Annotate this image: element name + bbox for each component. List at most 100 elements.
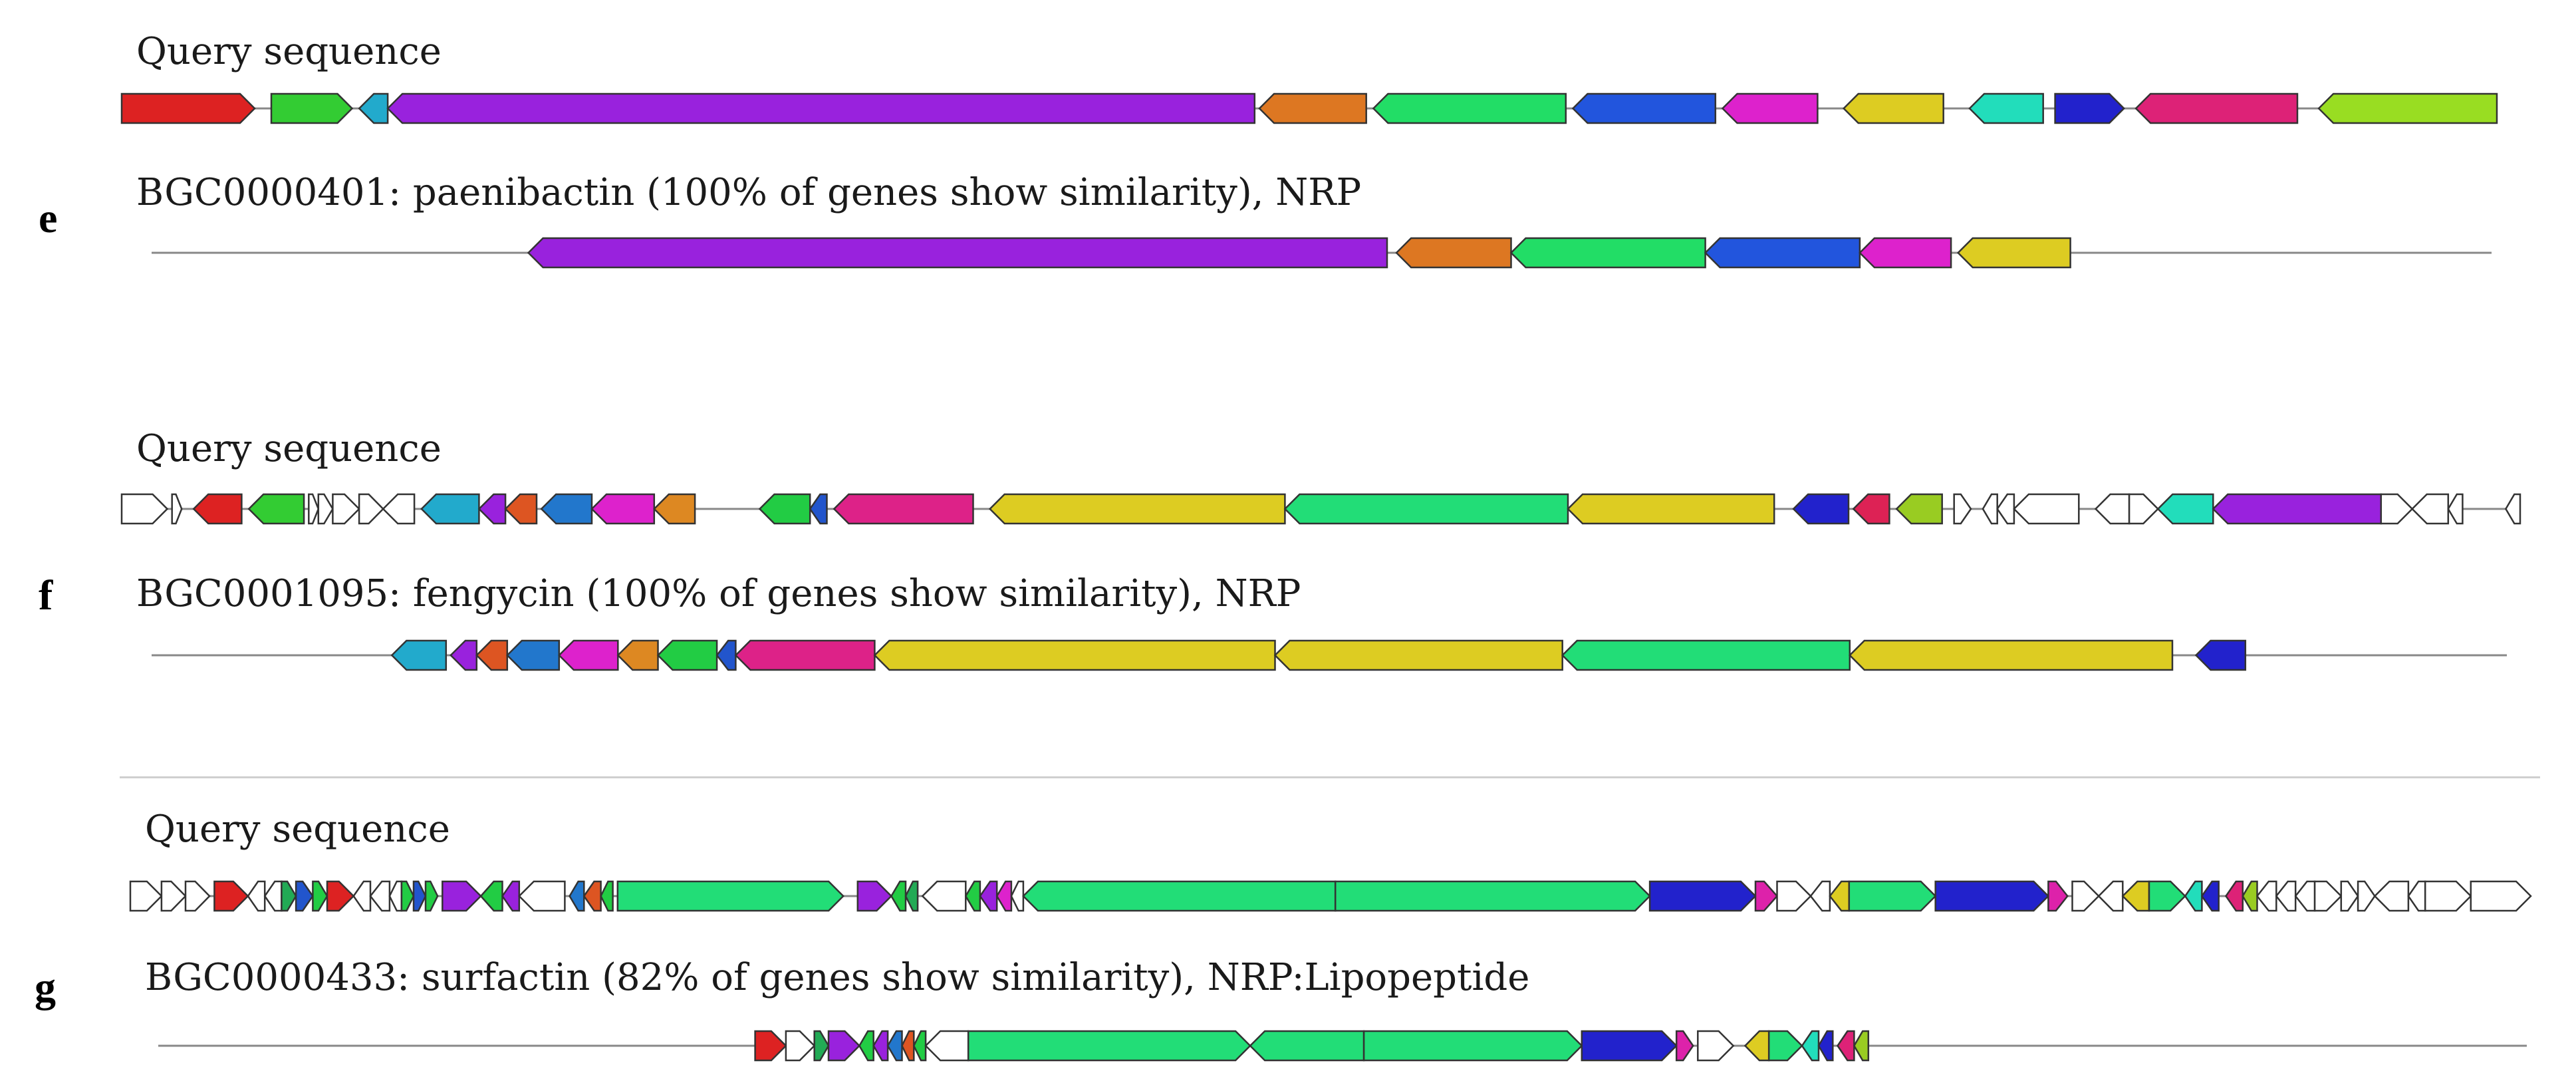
gene-arrow[interactable] bbox=[1249, 1030, 1365, 1062]
gene-arrow[interactable] bbox=[569, 880, 585, 912]
gene-arrow[interactable] bbox=[312, 880, 328, 912]
gene-arrow[interactable] bbox=[1273, 639, 1563, 671]
gene-arrow[interactable] bbox=[858, 1030, 874, 1062]
gene-arrow[interactable] bbox=[1743, 1030, 1770, 1062]
gene-arrow[interactable] bbox=[2184, 880, 2203, 912]
gene-arrow[interactable] bbox=[758, 493, 811, 525]
gene-arrow[interactable] bbox=[2447, 493, 2464, 525]
gene-arrow[interactable] bbox=[2212, 493, 2383, 525]
gene-arrow[interactable] bbox=[1817, 1030, 1834, 1062]
gene-arrow[interactable] bbox=[2340, 880, 2359, 912]
gene-arrow[interactable] bbox=[2410, 493, 2450, 525]
gene-arrow[interactable] bbox=[1648, 880, 1757, 912]
gene-arrow[interactable] bbox=[1852, 493, 1890, 525]
gene-arrow[interactable] bbox=[988, 493, 1286, 525]
gene-arrow[interactable] bbox=[120, 493, 169, 525]
gene-arrow[interactable] bbox=[308, 493, 320, 525]
gene-arrow[interactable] bbox=[924, 1030, 969, 1062]
gene-arrow[interactable] bbox=[1767, 1030, 1803, 1062]
gene-arrow[interactable] bbox=[2470, 880, 2532, 912]
gene-arrow[interactable] bbox=[1010, 880, 1025, 912]
gene-arrow[interactable] bbox=[1792, 493, 1850, 525]
gene-arrow[interactable] bbox=[1509, 237, 1706, 269]
gene-arrow[interactable] bbox=[856, 880, 893, 912]
gene-arrow[interactable] bbox=[1561, 639, 1851, 671]
gene-arrow[interactable] bbox=[518, 880, 566, 912]
gene-arrow[interactable] bbox=[2242, 880, 2258, 912]
gene-arrow[interactable] bbox=[2200, 880, 2220, 912]
gene-arrow[interactable] bbox=[1836, 1030, 1855, 1062]
gene-arrow[interactable] bbox=[2097, 880, 2124, 912]
gene-arrow[interactable] bbox=[1953, 493, 1972, 525]
gene-arrow[interactable] bbox=[558, 639, 619, 671]
gene-arrow[interactable] bbox=[1754, 880, 1779, 912]
gene-arrow[interactable] bbox=[2357, 880, 2376, 912]
gene-arrow[interactable] bbox=[369, 880, 391, 912]
gene-arrow[interactable] bbox=[2194, 639, 2247, 671]
gene-arrow[interactable] bbox=[358, 92, 389, 124]
gene-arrow[interactable] bbox=[785, 1030, 816, 1062]
gene-arrow[interactable] bbox=[192, 493, 243, 525]
gene-arrow[interactable] bbox=[213, 880, 249, 912]
gene-arrow[interactable] bbox=[979, 880, 998, 912]
gene-arrow[interactable] bbox=[1842, 92, 1944, 124]
gene-arrow[interactable] bbox=[1982, 493, 1998, 525]
gene-arrow[interactable] bbox=[1721, 92, 1819, 124]
gene-arrow[interactable] bbox=[1934, 880, 2050, 912]
gene-arrow[interactable] bbox=[809, 493, 828, 525]
gene-arrow[interactable] bbox=[1581, 1030, 1678, 1062]
gene-arrow[interactable] bbox=[1571, 92, 1717, 124]
gene-arrow[interactable] bbox=[2407, 880, 2426, 912]
gene-arrow[interactable] bbox=[886, 1030, 903, 1062]
gene-arrow[interactable] bbox=[833, 493, 974, 525]
gene-arrow[interactable] bbox=[412, 880, 427, 912]
gene-arrow[interactable] bbox=[1848, 880, 1937, 912]
gene-arrow[interactable] bbox=[400, 880, 415, 912]
gene-arrow[interactable] bbox=[317, 493, 334, 525]
gene-arrow[interactable] bbox=[1849, 639, 2174, 671]
gene-arrow[interactable] bbox=[352, 880, 372, 912]
gene-arrow[interactable] bbox=[382, 493, 416, 525]
gene-arrow[interactable] bbox=[873, 639, 1276, 671]
gene-arrow[interactable] bbox=[527, 237, 1388, 269]
gene-arrow[interactable] bbox=[1776, 880, 1812, 912]
gene-arrow[interactable] bbox=[477, 493, 507, 525]
gene-arrow[interactable] bbox=[1022, 880, 1337, 912]
gene-arrow[interactable] bbox=[616, 880, 844, 912]
gene-arrow[interactable] bbox=[1697, 1030, 1735, 1062]
gene-arrow[interactable] bbox=[2134, 92, 2299, 124]
gene-arrow[interactable] bbox=[2094, 493, 2130, 525]
gene-arrow[interactable] bbox=[475, 639, 509, 671]
gene-arrow[interactable] bbox=[653, 493, 696, 525]
gene-arrow[interactable] bbox=[754, 1030, 787, 1062]
gene-arrow[interactable] bbox=[2013, 493, 2080, 525]
gene-arrow[interactable] bbox=[1895, 493, 1943, 525]
gene-arrow[interactable] bbox=[386, 92, 1256, 124]
gene-arrow[interactable] bbox=[901, 1030, 915, 1062]
gene-arrow[interactable] bbox=[656, 639, 718, 671]
gene-arrow[interactable] bbox=[2380, 493, 2414, 525]
gene-arrow[interactable] bbox=[590, 493, 656, 525]
gene-arrow[interactable] bbox=[921, 880, 967, 912]
gene-arrow[interactable] bbox=[332, 493, 360, 525]
gene-arrow[interactable] bbox=[967, 1030, 1251, 1062]
gene-arrow[interactable] bbox=[2255, 880, 2277, 912]
gene-arrow[interactable] bbox=[715, 639, 737, 671]
gene-arrow[interactable] bbox=[247, 880, 266, 912]
gene-arrow[interactable] bbox=[600, 880, 614, 912]
gene-arrow[interactable] bbox=[813, 1030, 830, 1062]
gene-arrow[interactable] bbox=[420, 493, 480, 525]
gene-arrow[interactable] bbox=[388, 880, 403, 912]
gene-arrow[interactable] bbox=[270, 92, 354, 124]
gene-arrow[interactable] bbox=[1675, 1030, 1694, 1062]
gene-arrow[interactable] bbox=[1567, 493, 1775, 525]
gene-arrow[interactable] bbox=[263, 880, 283, 912]
gene-arrow[interactable] bbox=[129, 880, 163, 912]
gene-arrow[interactable] bbox=[1829, 880, 1851, 912]
gene-arrow[interactable] bbox=[540, 493, 593, 525]
gene-arrow[interactable] bbox=[1996, 493, 2015, 525]
gene-arrow[interactable] bbox=[1395, 237, 1512, 269]
gene-arrow[interactable] bbox=[1956, 237, 2071, 269]
gene-arrow[interactable] bbox=[734, 639, 876, 671]
gene-arrow[interactable] bbox=[2071, 880, 2100, 912]
